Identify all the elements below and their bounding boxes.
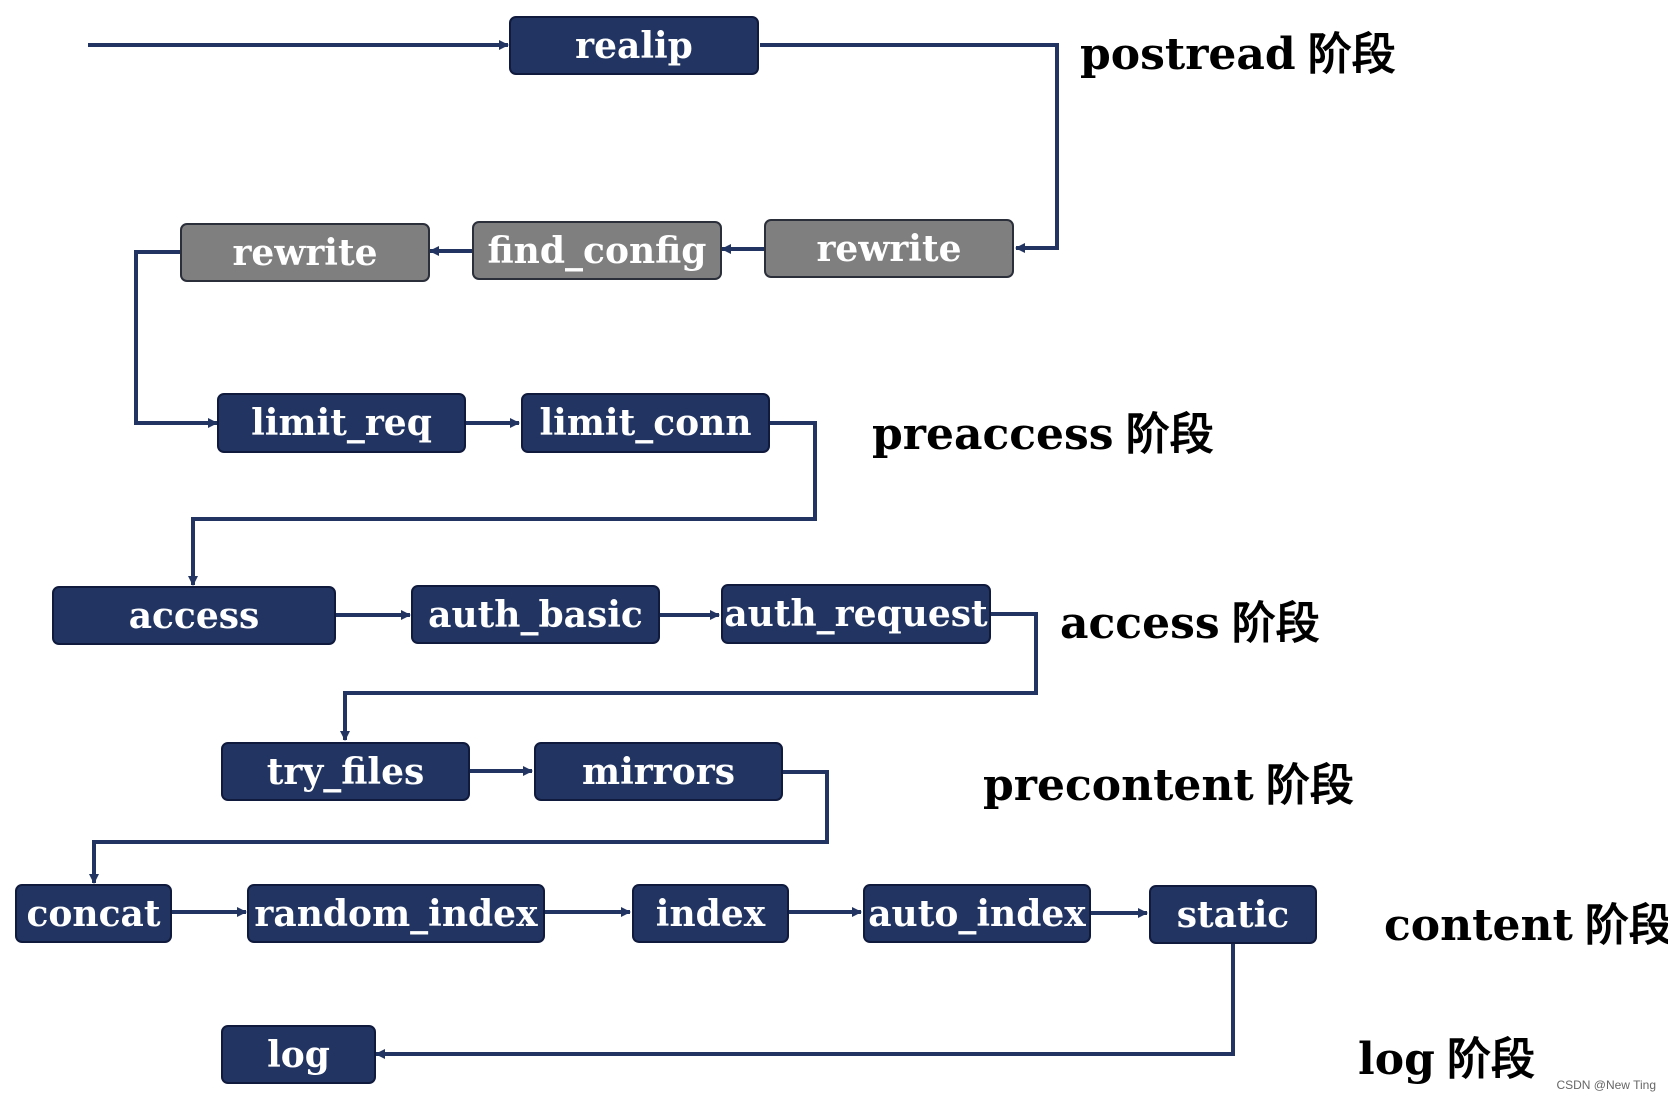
phase-name: content bbox=[1384, 900, 1573, 951]
node-access: access bbox=[52, 586, 336, 645]
node-auth-basic: auth_basic bbox=[411, 585, 660, 644]
node-try-files: try_files bbox=[221, 742, 470, 801]
node-rewrite-right: rewrite bbox=[764, 219, 1014, 278]
arrow-rewrite-to-limit-req bbox=[134, 250, 218, 428]
node-auto-index: auto_index bbox=[863, 884, 1091, 943]
node-random-index: random_index bbox=[247, 884, 545, 943]
node-limit-req: limit_req bbox=[217, 393, 466, 453]
phase-suffix: 阶段 bbox=[1446, 1034, 1535, 1085]
arrow-realip-to-rewrite bbox=[760, 43, 1059, 253]
phase-name: access bbox=[1060, 598, 1220, 649]
arrow-auth-request-to-try-files bbox=[340, 612, 1038, 741]
watermark-text: CSDN @New Ting bbox=[1556, 1078, 1656, 1092]
node-rewrite-left: rewrite bbox=[180, 223, 430, 282]
phase-suffix: 阶段 bbox=[1584, 900, 1668, 951]
node-auth-request: auth_request bbox=[721, 584, 991, 644]
phase-suffix: 阶段 bbox=[1265, 760, 1354, 811]
node-static: static bbox=[1149, 885, 1317, 944]
node-log: log bbox=[221, 1025, 376, 1084]
phase-name: preaccess bbox=[872, 409, 1114, 460]
phase-name: postread bbox=[1080, 29, 1296, 80]
phase-suffix: 阶段 bbox=[1231, 598, 1320, 649]
node-realip: realip bbox=[509, 16, 759, 75]
node-find-config: find_config bbox=[472, 221, 722, 280]
phase-name: precontent bbox=[983, 760, 1254, 811]
node-concat: concat bbox=[15, 884, 172, 943]
node-limit-conn: limit_conn bbox=[521, 393, 770, 453]
phase-suffix: 阶段 bbox=[1307, 29, 1396, 80]
phase-name: log bbox=[1358, 1034, 1435, 1085]
node-index: index bbox=[632, 884, 789, 943]
arrow-mirrors-to-concat bbox=[89, 770, 829, 884]
arrow-limit-conn-to-access bbox=[188, 421, 817, 586]
phase-suffix: 阶段 bbox=[1125, 409, 1214, 460]
arrow-static-to-log bbox=[375, 943, 1235, 1059]
node-mirrors: mirrors bbox=[534, 742, 783, 801]
